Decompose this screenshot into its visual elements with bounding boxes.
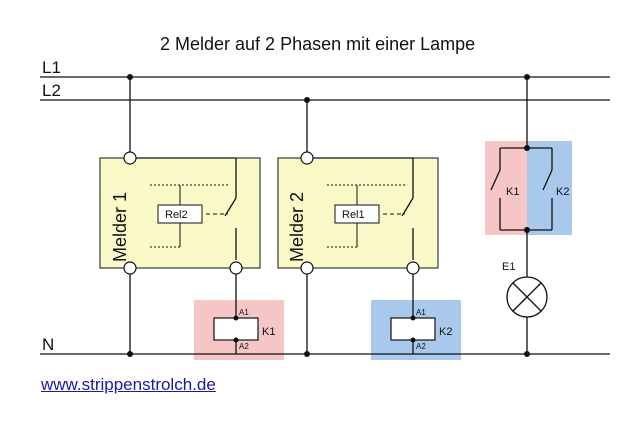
relay-rel2-label: Rel2	[165, 209, 188, 221]
diagram-title: 2 Melder auf 2 Phasen mit einer Lampe	[160, 34, 475, 54]
contact-k2-label: K2	[556, 186, 569, 198]
lamp-label: E1	[502, 261, 515, 273]
rail-label-n: N	[42, 335, 54, 354]
relay-rel1-label: Rel1	[342, 209, 365, 221]
melder-2-wiring	[306, 100, 414, 354]
melder-1-label: Melder 1	[110, 192, 130, 262]
lamp-icon	[506, 276, 548, 318]
coil-k1-a2: A2	[239, 342, 249, 351]
melder-2-label: Melder 2	[287, 192, 307, 262]
coil-k2-a2: A2	[416, 342, 426, 351]
melder-1-wiring	[129, 77, 237, 354]
coil-k1-a1: A1	[239, 308, 249, 317]
website-link[interactable]: www.strippenstrolch.de	[41, 375, 216, 394]
lamp-circuit	[490, 77, 553, 354]
relay-rel2-box	[157, 204, 203, 224]
coil-k2-a1: A1	[416, 308, 426, 317]
rail-label-l2: L2	[42, 81, 61, 100]
coil-k1	[213, 317, 259, 341]
contact-k2-background	[527, 141, 572, 235]
coil-k1-name: K1	[262, 326, 275, 338]
contact-k1-label: K1	[506, 186, 519, 198]
relay-rel1-box	[334, 204, 380, 224]
terminals	[123, 151, 420, 275]
coil-k2-name: K2	[439, 326, 452, 338]
junction-dots	[127, 74, 530, 357]
rail-label-l1: L1	[42, 58, 61, 77]
coil-k2	[390, 317, 436, 341]
